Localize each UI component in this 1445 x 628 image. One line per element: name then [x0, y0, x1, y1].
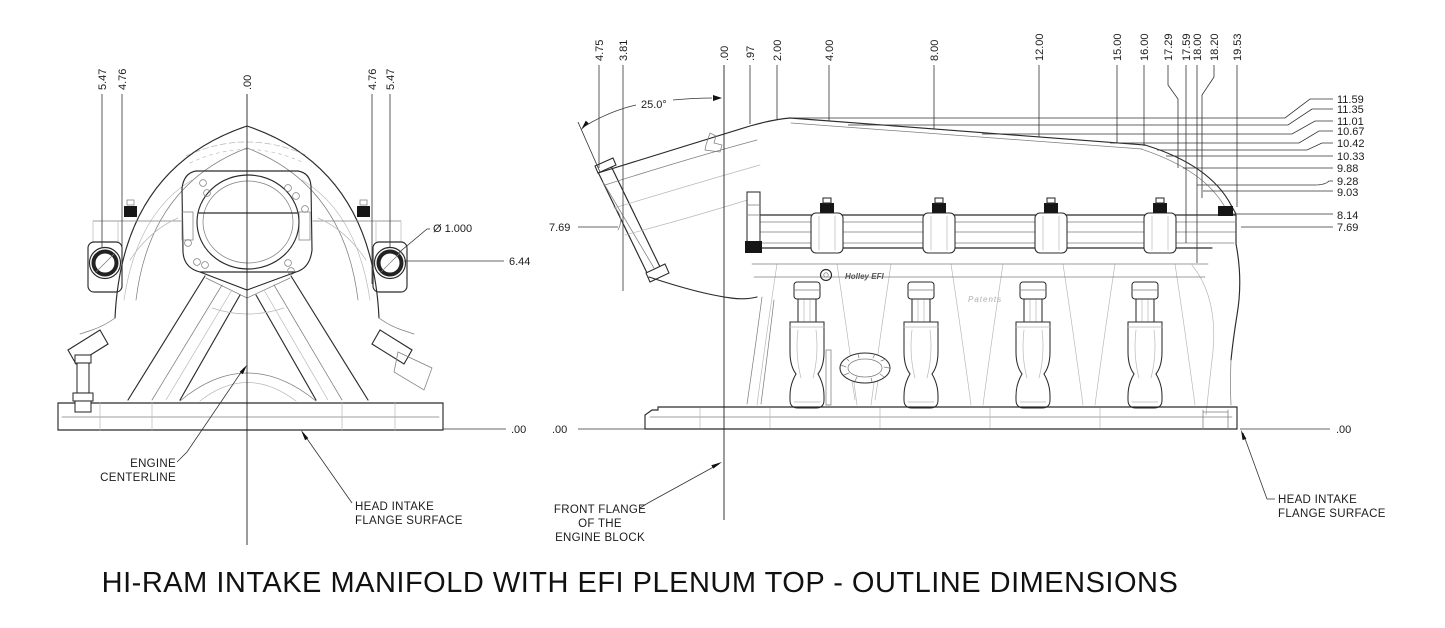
dim-label: 10.67 [1337, 126, 1365, 138]
dim-label: .00 [242, 75, 254, 90]
dim-label: 9.88 [1337, 163, 1358, 175]
plate-bolt-holes [184, 179, 309, 275]
dim-label: 9.03 [1337, 187, 1358, 199]
centerline-note: ENGINE [130, 458, 176, 470]
dim-label: .00 [719, 46, 731, 61]
fuel-rail-towers [810, 197, 1177, 254]
front-view-part [57, 125, 444, 431]
dim-label: 11.59 [1337, 94, 1364, 106]
dim-label: 7.69 [549, 222, 570, 234]
front-view: 5.47 4.76 .00 4.76 5.47 .00 Ø 1.000 6.44… [57, 69, 530, 545]
rail-bolt-front-right [357, 206, 370, 217]
dim-label: .97 [745, 46, 757, 61]
flange-note: HEAD INTAKE [355, 501, 434, 513]
side-view-part: Holley EFI Patents [594, 117, 1241, 430]
vacuum-fitting [72, 354, 94, 413]
angle-label: 25.0° [641, 99, 667, 111]
dim-label: 9.28 [1337, 176, 1358, 188]
casting-text: Patents [968, 295, 1002, 304]
rail-bolt-front-left [124, 206, 137, 217]
dim-label: 10.42 [1337, 138, 1365, 150]
front-view-dimensions: 5.47 4.76 .00 4.76 5.47 .00 Ø 1.000 6.44… [97, 69, 530, 545]
dim-label: 18.20 [1209, 33, 1221, 61]
dim-label: 7.69 [1337, 222, 1358, 234]
front-flange-note: ENGINE BLOCK [555, 532, 645, 544]
side-view-length-dimensions: 4.75 3.81 .00 .97 2.00 4.00 8.00 12.00 1… [594, 33, 1244, 520]
flange-note: HEAD INTAKE [1278, 494, 1357, 506]
inlet-angle-annotation: 25.0° [577, 95, 722, 173]
front-flange-note: FRONT FLANGE [554, 504, 646, 516]
dim-label: 11.35 [1337, 104, 1364, 116]
height-callout: 6.44 [509, 256, 530, 268]
dim-label: 18.00 [1192, 33, 1204, 61]
diameter-callout: Ø 1.000 [433, 223, 472, 235]
fuel-rail-port-left [87, 241, 123, 293]
dim-label: 11.01 [1337, 116, 1364, 128]
drawing-title: HI-RAM INTAKE MANIFOLD WITH EFI PLENUM T… [102, 567, 1179, 599]
centerline-note: CENTERLINE [100, 472, 176, 484]
fuel-injectors [789, 281, 1163, 409]
dim-label: 5.47 [97, 69, 109, 90]
filler-cap [825, 349, 891, 406]
dim-label: 4.00 [824, 40, 836, 61]
inlet-height-dimension: 7.69 [549, 222, 618, 234]
dim-label: 5.47 [385, 69, 397, 90]
dim-label: 12.00 [1034, 33, 1046, 61]
dim-label: 19.53 [1232, 33, 1244, 61]
front-flange-note: OF THE [578, 518, 622, 530]
dim-label: 17.29 [1163, 33, 1175, 61]
side-view: Holley EFI Patents 4.75 3. [549, 33, 1386, 544]
flange-note: FLANGE SURFACE [355, 515, 463, 527]
baseline-label: .00 [511, 424, 526, 436]
dim-label: 10.33 [1337, 151, 1365, 163]
dim-label: 3.81 [618, 40, 630, 61]
dim-label: 15.00 [1112, 33, 1124, 61]
dim-label: 16.00 [1139, 33, 1151, 61]
fuel-rail-port-right [372, 241, 408, 293]
dim-label: 2.00 [772, 40, 784, 61]
dim-label: 8.14 [1337, 210, 1358, 222]
baseline-label: .00 [1336, 424, 1351, 436]
dim-label: 4.76 [117, 69, 129, 90]
baseline-label: .00 [552, 424, 567, 436]
dim-label: 8.00 [929, 40, 941, 61]
dim-label: 17.59 [1181, 33, 1193, 61]
dim-label: 4.75 [594, 40, 606, 61]
side-view-height-dimensions: 11.59 11.35 11.01 10.67 10.42 10.33 9.88… [790, 94, 1365, 234]
dim-label: 4.76 [367, 69, 379, 90]
side-view-baseline: .00 .00 FRONT FLANGE OF THE ENGINE BLOCK… [552, 424, 1386, 544]
rail-logo: Holley EFI [845, 272, 884, 281]
flange-note: FLANGE SURFACE [1278, 508, 1386, 520]
